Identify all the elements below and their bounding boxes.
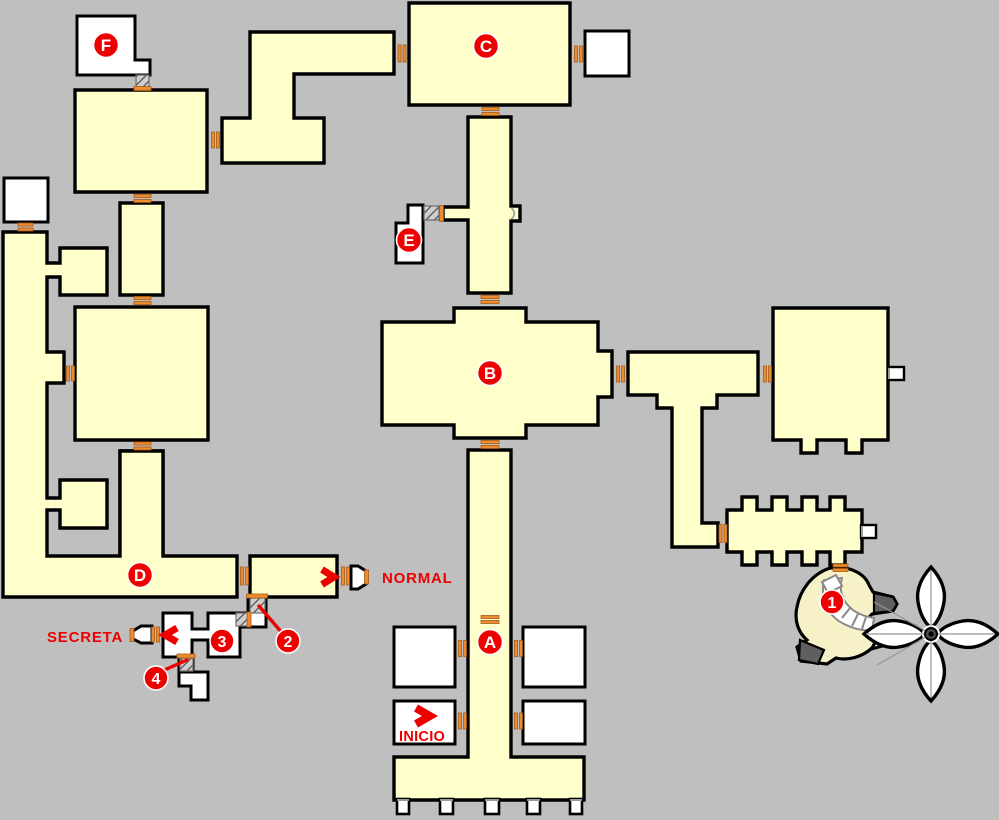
door-midleft-bottom xyxy=(133,296,152,305)
secret-door-e xyxy=(423,205,440,221)
corridor-b-to-a xyxy=(392,448,586,802)
blob-spout-bottom xyxy=(797,638,826,666)
room-right xyxy=(771,306,890,455)
yellow-rooms xyxy=(1,1,890,802)
room-a-se xyxy=(521,699,587,746)
corridor-left-long-and-d xyxy=(1,230,239,599)
door-a-top xyxy=(480,615,500,624)
door-gear-to-blob xyxy=(832,563,849,572)
star-structure xyxy=(861,564,999,704)
door-sill-f xyxy=(133,86,152,91)
door-square-bottom xyxy=(133,441,152,451)
door-c-bottom xyxy=(481,107,500,116)
svg-text:C: C xyxy=(480,37,492,56)
room-a-nw xyxy=(392,625,457,689)
corridor-normal-exit xyxy=(248,554,339,599)
svg-text:1: 1 xyxy=(828,595,837,612)
marker-2: 2 xyxy=(275,628,301,654)
room-left-white xyxy=(2,176,50,224)
door-topleft-bottom xyxy=(133,194,152,203)
bottom-notches xyxy=(395,797,584,816)
door-sill-4 xyxy=(176,653,196,659)
marker-c: C xyxy=(472,32,500,60)
annotations: NORMAL SECRETA INICIO F C E B D A 1 2 3 … xyxy=(47,31,845,745)
normal-exit-arrow xyxy=(349,564,368,591)
room-left-square xyxy=(73,305,210,442)
door-leftwhite-bottom xyxy=(17,222,34,232)
marker-e: E xyxy=(395,226,423,254)
door-a-nw xyxy=(458,640,467,657)
door-c-east xyxy=(574,45,583,63)
marker-1: 1 xyxy=(819,589,845,615)
passage-arc xyxy=(510,207,516,220)
door-b-top xyxy=(480,295,500,304)
svg-text:3: 3 xyxy=(218,634,227,651)
door-a-se xyxy=(514,712,523,730)
corridor-z xyxy=(220,30,396,165)
door-sill-e xyxy=(439,205,444,222)
svg-text:A: A xyxy=(484,633,496,652)
door-sill-secreta-tip xyxy=(129,628,135,642)
door-sill-2b xyxy=(246,611,252,628)
door-t-to-rightroom xyxy=(763,365,772,383)
door-secreta-exit xyxy=(151,626,160,643)
door-d-to-normal xyxy=(240,566,249,586)
svg-text:2: 2 xyxy=(284,634,293,651)
pointer-line-4 xyxy=(160,658,189,673)
wall-tabs xyxy=(859,365,906,540)
marker-f: F xyxy=(92,31,120,59)
chevron-normal xyxy=(320,566,341,588)
svg-text:E: E xyxy=(403,231,414,250)
door-b-bottom xyxy=(480,440,500,449)
label-secreta: SECRETA xyxy=(47,629,123,646)
blob-spout-right xyxy=(872,591,899,615)
svg-text:F: F xyxy=(101,36,111,55)
marker-a: A xyxy=(476,628,504,656)
secret-complex xyxy=(161,595,268,659)
corridor-c-to-b xyxy=(441,115,522,295)
blob-platform xyxy=(820,573,844,595)
room-a-ne xyxy=(521,625,587,689)
secreta-exit-arrow xyxy=(131,624,154,645)
chevron-inicio xyxy=(414,704,439,728)
marker-b: B xyxy=(476,359,504,387)
room-c-east-white xyxy=(583,29,631,78)
door-b-right xyxy=(616,365,625,383)
label-normal: NORMAL xyxy=(382,570,453,587)
exit-cavern-area xyxy=(794,564,999,704)
door-sill-normal-tip xyxy=(364,569,369,585)
pointer-line-2 xyxy=(257,604,285,636)
svg-text:B: B xyxy=(484,364,496,383)
marker-d: D xyxy=(126,561,154,589)
corridor-gear xyxy=(725,495,864,567)
marker-3: 3 xyxy=(209,628,235,654)
door-sill-2 xyxy=(246,593,268,599)
svg-text:D: D xyxy=(134,566,146,585)
chevron-secreta xyxy=(158,624,179,646)
label-inicio: INICIO xyxy=(399,729,445,745)
svg-text:4: 4 xyxy=(152,671,161,688)
door-a-sw xyxy=(458,712,467,730)
corridor-right-t xyxy=(626,350,760,549)
door-z-to-c xyxy=(397,44,407,63)
room-topleft xyxy=(73,88,209,194)
marker-4: 4 xyxy=(143,665,169,691)
door-topleft-right xyxy=(211,131,220,149)
corridor-midleft xyxy=(118,201,165,297)
door-a-ne xyxy=(514,640,523,657)
doors xyxy=(17,44,849,730)
door-t-to-gear xyxy=(718,524,728,543)
door-normal-exit xyxy=(341,566,350,586)
secret-door-f xyxy=(135,74,150,88)
secret-4-passage xyxy=(177,670,210,702)
door-square-left xyxy=(66,365,75,382)
